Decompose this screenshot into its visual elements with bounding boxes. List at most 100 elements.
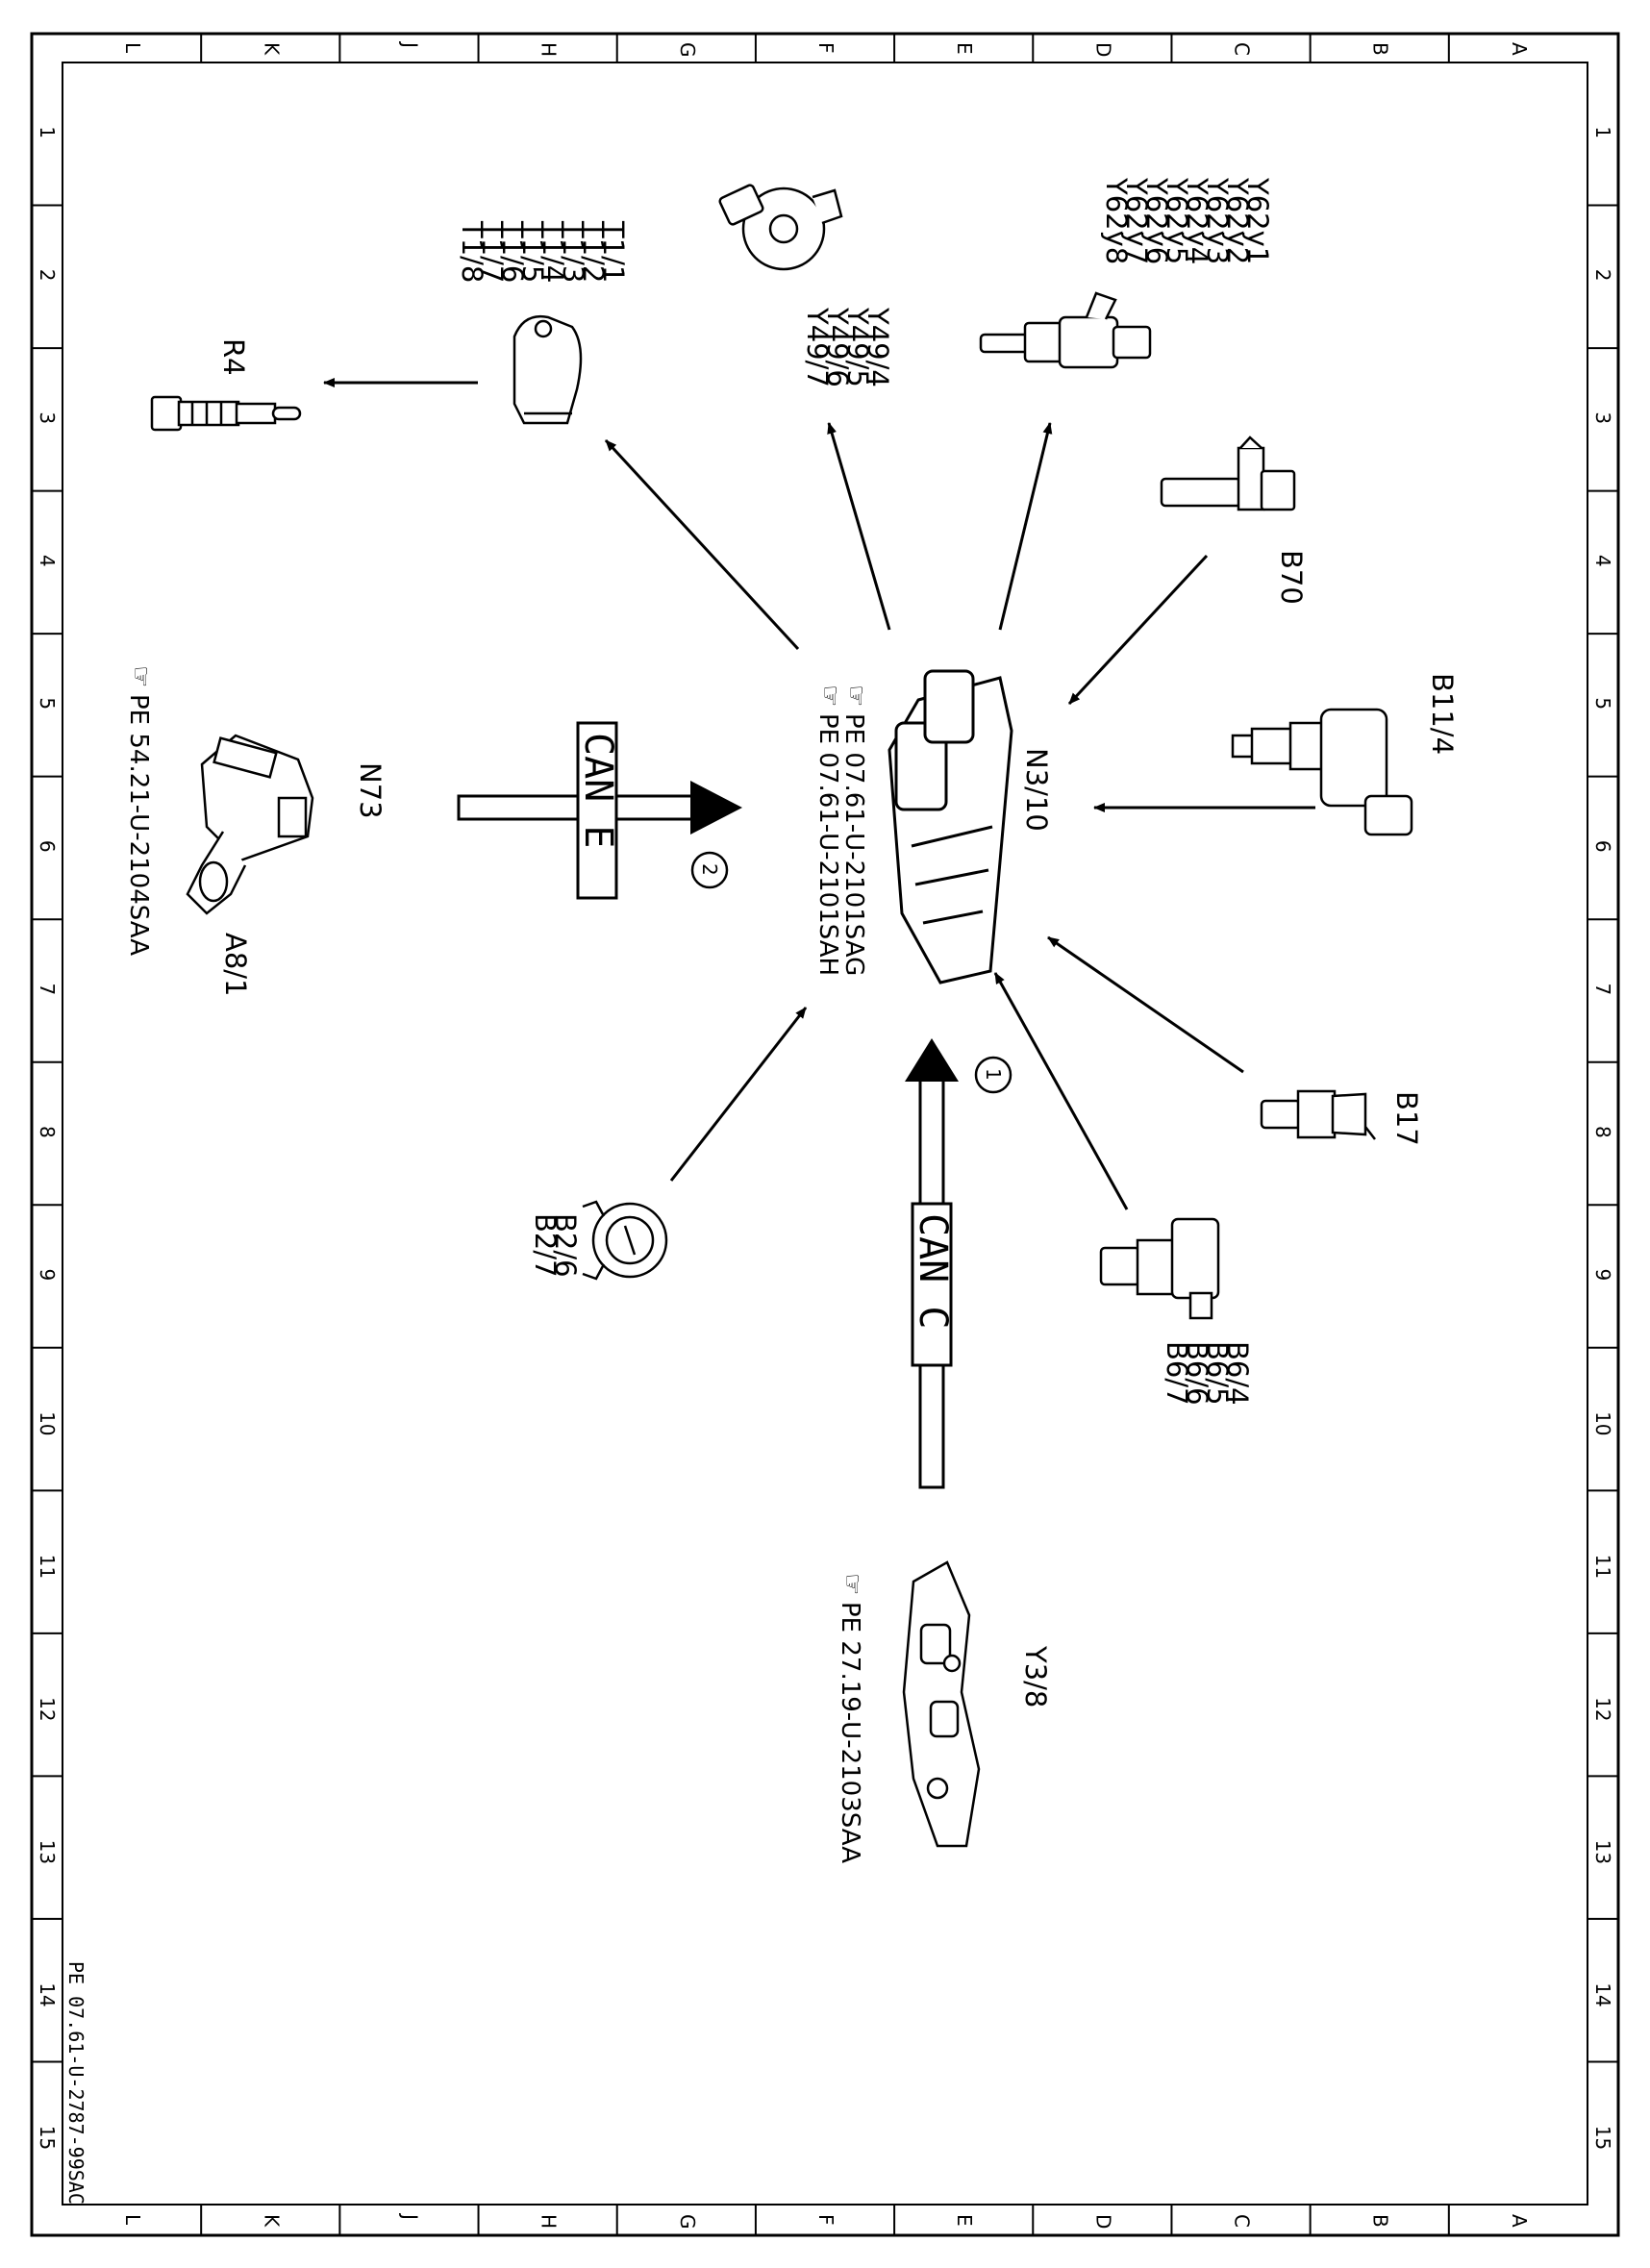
grid-row-label: 4 — [36, 555, 59, 567]
arrow-from-b70 — [1067, 554, 1209, 706]
signal-arrows — [323, 378, 1315, 1210]
grid-row-label: 7 — [1591, 983, 1614, 995]
crankshaft-sensor-drawing — [1160, 436, 1296, 511]
grid-col-label: C — [1231, 2214, 1254, 2228]
grid-col-label: B — [1369, 2214, 1392, 2228]
crankshaft-sensor-label: B70 — [1275, 550, 1308, 605]
y49-label: Y49/6 — [821, 307, 854, 387]
grid-col-label: H — [538, 42, 561, 57]
arrow-to-y62 — [998, 422, 1053, 631]
control-unit-drawing — [888, 669, 1013, 984]
grid-row-label: 5 — [1591, 697, 1614, 710]
grid-row-label: 12 — [1591, 1697, 1614, 1721]
grid-row-label: 7 — [36, 983, 59, 995]
injector-drawing — [979, 291, 1152, 369]
marker-2 — [690, 851, 729, 889]
hall-sensor-labels: B6/4B6/5B6/6B6/7 — [1161, 1341, 1254, 1406]
grid-col-label: D — [1091, 2214, 1114, 2229]
grid-row-label: 12 — [36, 1697, 59, 1721]
ignition-coil-drawing — [512, 314, 583, 425]
y62-label: Y62y4 — [1181, 177, 1213, 264]
grid-col-label: G — [676, 42, 699, 58]
grid-row-label: 10 — [36, 1411, 59, 1435]
b6-label: B6/4 — [1221, 1341, 1254, 1406]
can-c-bus: CAN C 1 — [905, 1038, 1012, 1489]
grid-row-label: 11 — [36, 1555, 59, 1579]
b2-label: B2/6 — [549, 1213, 582, 1278]
grid-row-label: 9 — [36, 1269, 59, 1282]
intake-air-sensor-label: B17 — [1390, 1091, 1423, 1146]
eis-drawing — [186, 734, 314, 915]
y62-label: Y62y3 — [1201, 177, 1234, 264]
arrow-from-b2 — [669, 1007, 808, 1182]
can-c-label-box — [911, 1202, 953, 1367]
key-label: A8/1 — [219, 933, 252, 997]
grid-col-label: C — [1231, 42, 1254, 56]
grid-col-label: L — [121, 2214, 144, 2226]
grid-row-label: 13 — [1591, 1840, 1614, 1864]
grid-col-label: K — [260, 42, 283, 56]
grid-col-label: L — [121, 42, 144, 54]
grid-col-label: E — [953, 2214, 976, 2227]
arrow-from-b17 — [1047, 935, 1244, 1074]
can-e-bus: CAN E 2 — [457, 721, 742, 900]
t1-label: T1/3 — [557, 220, 589, 283]
hall-sensor-drawing — [1099, 1217, 1220, 1320]
grid-row-label: 3 — [36, 411, 59, 424]
spark-plug-drawing — [150, 395, 302, 432]
marker-1 — [974, 1056, 1012, 1094]
grid-row-label: 3 — [1591, 411, 1614, 424]
grid-row-label: 2 — [36, 269, 59, 282]
t1-label: T1/5 — [516, 220, 549, 283]
grid-row-label: 6 — [1591, 840, 1614, 853]
grid-col-label: B — [1369, 42, 1392, 56]
t1-label: T1/7 — [476, 220, 509, 283]
grid-row-label: 8 — [36, 1126, 59, 1138]
grid-row-label: 4 — [1591, 555, 1614, 567]
grid-row-label: 14 — [36, 1982, 59, 2006]
outer-frame — [30, 32, 1620, 2237]
grid-col-label: A — [1508, 2214, 1531, 2228]
y49-label: Y49/5 — [841, 307, 874, 387]
marker-1-label: 1 — [982, 1068, 1005, 1081]
grid-col-label: G — [676, 2214, 699, 2230]
grid-divisions — [32, 34, 1618, 2235]
y62-label: Y62y5 — [1161, 177, 1193, 264]
coolant-sensor-drawing — [1231, 708, 1413, 836]
grid-row-label: 9 — [1591, 1269, 1614, 1282]
valve-body-label: Y3/8 — [1019, 1645, 1052, 1707]
grid-row-label: 14 — [1591, 1982, 1614, 2006]
coolant-sensor-label: B11/4 — [1426, 673, 1459, 755]
arrow-from-b6 — [993, 972, 1129, 1210]
hand-icon: ☞ — [815, 685, 844, 707]
maf-sensor-labels: B2/6B2/7 — [529, 1213, 582, 1278]
grid-row-label: 2 — [1591, 269, 1614, 282]
grid-col-label: D — [1091, 42, 1114, 57]
grid-col-label: A — [1508, 42, 1531, 56]
y62-label: Y62y8 — [1100, 177, 1133, 264]
y62-label: Y62y1 — [1241, 177, 1274, 264]
intake-air-sensor-drawing — [1260, 1089, 1376, 1140]
eis-ref: PE 54.21-U-2104SAA — [124, 694, 153, 956]
grid-row-label: 1 — [1591, 126, 1614, 138]
can-c-label: CAN C — [911, 1213, 955, 1329]
valve-body-drawing — [902, 1560, 981, 1848]
b6-label: B6/5 — [1201, 1341, 1234, 1406]
grid-row-label: 10 — [1591, 1411, 1614, 1435]
grid-row-label: 8 — [1591, 1126, 1614, 1138]
grid-row-label: 6 — [36, 840, 59, 853]
inner-frame — [62, 62, 1588, 2206]
grid-row-label: 13 — [36, 1840, 59, 1864]
t1-label: T1/6 — [496, 220, 529, 283]
y62-label: Y62y2 — [1221, 177, 1254, 264]
t1-label: T1/2 — [577, 220, 610, 283]
marker-2-label: 2 — [698, 863, 721, 876]
grid-row-label: 11 — [1591, 1555, 1614, 1579]
spark-plug-label: R4 — [217, 338, 250, 376]
y49-label: Y49/7 — [801, 307, 834, 387]
y62-label: Y62y7 — [1120, 177, 1153, 264]
drawing-number: PE 07.61-U-2787-99SAC — [64, 1961, 88, 2205]
arrow-to-y49 — [827, 422, 891, 631]
can-e-label: CAN E — [576, 733, 620, 848]
